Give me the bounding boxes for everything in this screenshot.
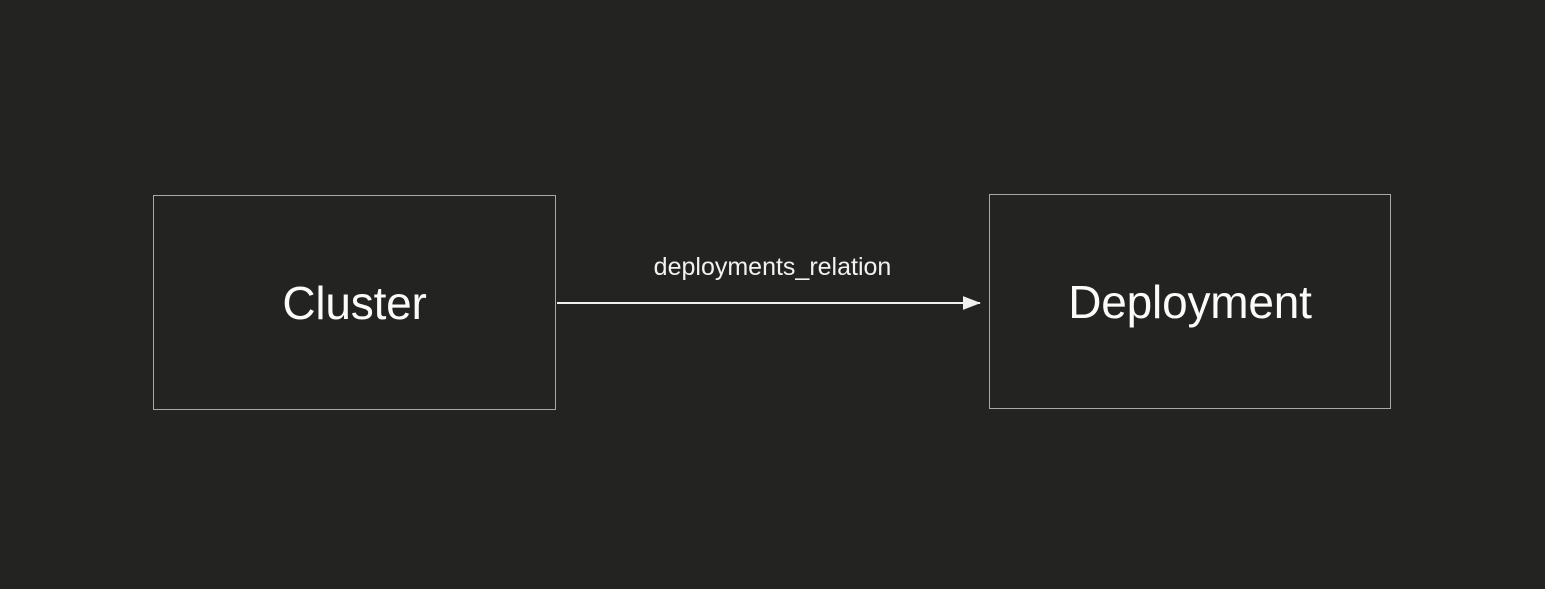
edge-label-deployments-relation[interactable]: deployments_relation — [653, 253, 892, 281]
node-cluster-label: Cluster — [282, 276, 427, 329]
node-deployment-label: Deployment — [1068, 275, 1312, 328]
node-cluster[interactable]: Cluster — [153, 195, 556, 410]
node-deployment[interactable]: Deployment — [989, 194, 1391, 409]
